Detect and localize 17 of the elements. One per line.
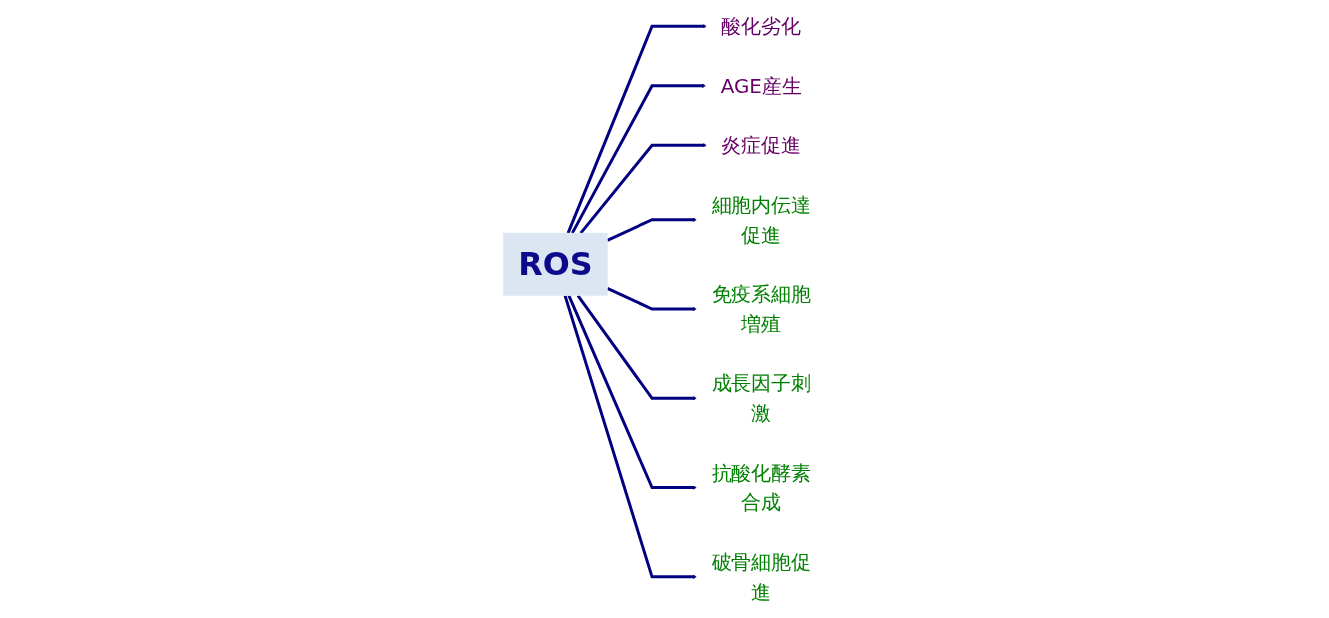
arrow [571, 83, 707, 234]
node-text: 細胞内伝達促進 [711, 193, 811, 247]
node-text: 成長因子刺激 [711, 371, 811, 425]
arrow [576, 294, 697, 401]
arrow [566, 24, 707, 234]
node-text: 抗酸化酵素合成 [711, 461, 811, 514]
arrow [567, 295, 697, 490]
arrow [606, 287, 697, 312]
arrow [606, 217, 697, 242]
node-text: 酸化劣化 [721, 14, 801, 38]
arrow [563, 295, 697, 579]
arrow [579, 143, 707, 235]
node-text: 炎症促進 [721, 133, 801, 157]
node-text: AGE産生 [720, 74, 802, 98]
node-box: ROS [503, 232, 608, 296]
node-text: 破骨細胞促進 [711, 550, 811, 604]
node-text: 免疫系細胞増殖 [711, 282, 811, 336]
